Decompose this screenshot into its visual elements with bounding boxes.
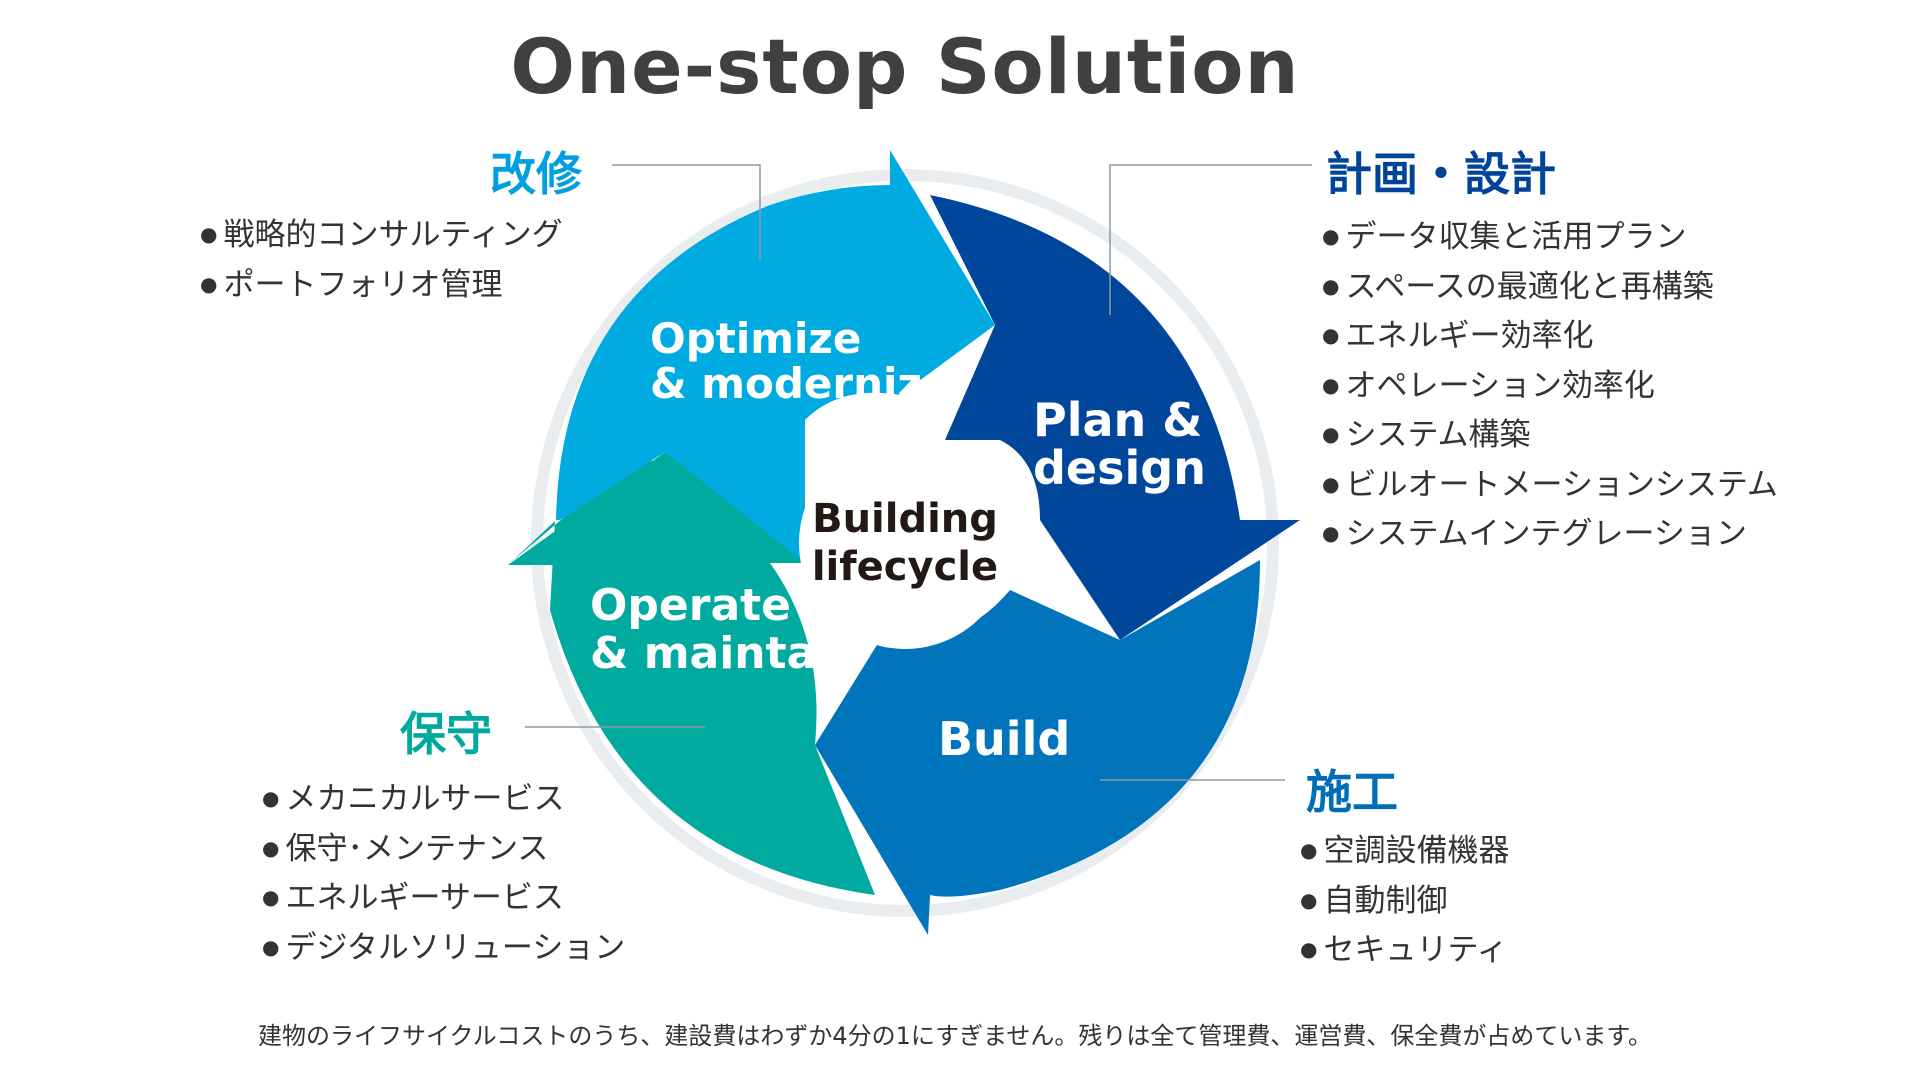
footer-note: 建物のライフサイクルコストのうち、建設費はわずか4分の1にすぎません。残りは全て…	[258, 1022, 1652, 1050]
list-item: スペースの最適化と再構築	[1322, 262, 1778, 312]
segment-optimize	[556, 150, 995, 563]
list-item: システム構築	[1322, 410, 1778, 460]
optimize-label-2: & modernize	[650, 359, 950, 408]
list-item: デジタルソリューション	[262, 923, 625, 973]
operate-label-2: & maintain	[590, 628, 863, 679]
list-keikaku: データ収集と活用プラン スペースの最適化と再構築 エネルギー効率化 オペレーショ…	[1322, 212, 1778, 559]
list-item: オペレーション効率化	[1322, 361, 1778, 411]
center-disc	[799, 437, 1011, 649]
list-item: 戦略的コンサルティング	[200, 210, 562, 260]
list-item: データ収集と活用プラン	[1322, 212, 1778, 262]
segment-plan	[930, 195, 1300, 640]
plan-label-2: design	[1033, 441, 1206, 495]
segment-operate-arrow	[508, 452, 815, 640]
heading-hoshu: 保守	[400, 707, 492, 761]
list-item: 自動制御	[1300, 876, 1509, 926]
center-label-2: lifecycle	[812, 544, 998, 590]
list-item: セキュリティ	[1300, 925, 1509, 975]
segment-build	[815, 560, 1260, 935]
list-item: システムインテグレーション	[1322, 509, 1778, 559]
operate-label-1: Operate	[590, 580, 791, 631]
list-item: エネルギー効率化	[1322, 311, 1778, 361]
heading-keikaku: 計画・設計	[1326, 147, 1556, 201]
list-item: ポートフォリオ管理	[200, 260, 563, 310]
plan-label-1: Plan &	[1033, 393, 1202, 447]
leader-line-kaishu	[612, 164, 761, 260]
build-label: Build	[938, 712, 1070, 766]
list-item: ビルオートメーションシステム	[1322, 460, 1777, 510]
list-item: 空調設備機器	[1300, 826, 1509, 876]
list-item: メカニカルサービス	[262, 774, 625, 824]
list-kaishu: 戦略的コンサルティング ポートフォリオ管理	[200, 210, 563, 310]
list-hoshu: メカニカルサービス 保守･メンテナンス エネルギーサービス デジタルソリューショ…	[262, 774, 625, 972]
list-item: 保守･メンテナンス	[262, 824, 625, 874]
center-label-1: Building	[812, 496, 998, 542]
leader-line-keikaku	[1109, 164, 1312, 315]
heading-seko: 施工	[1306, 765, 1398, 819]
list-seko: 空調設備機器 自動制御 セキュリティ	[1300, 826, 1509, 975]
heading-kaishu: 改修	[490, 147, 582, 201]
list-item: エネルギーサービス	[262, 873, 625, 923]
optimize-label-1: Optimize	[650, 314, 861, 363]
page-title: One-stop Solution	[510, 22, 1300, 111]
